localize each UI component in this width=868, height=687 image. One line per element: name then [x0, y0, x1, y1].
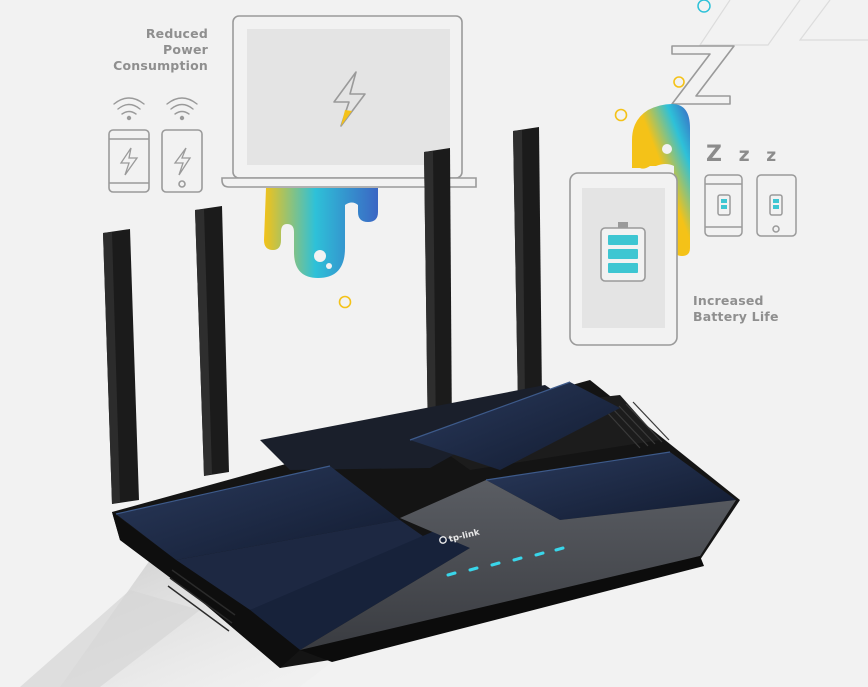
antenna [513, 127, 542, 404]
decor-circle [614, 108, 628, 122]
led-indicator [446, 571, 457, 577]
drip-bubble [314, 250, 326, 262]
decor-lines [698, 0, 868, 46]
router-shadow [20, 590, 200, 687]
led-indicator [534, 551, 545, 557]
caption-line: Battery Life [693, 309, 779, 324]
phone-left-1 [108, 129, 150, 193]
phone-right-1 [704, 174, 743, 237]
wifi-icon [166, 97, 198, 121]
status-leds [446, 546, 565, 577]
power-drip [264, 188, 378, 278]
led-indicator [512, 556, 523, 562]
caption-line: Increased [693, 293, 764, 308]
drip-bubble [326, 263, 332, 269]
sleep-zzz: Z z z [706, 142, 781, 167]
decor-circle [673, 76, 685, 88]
tablet-icon [569, 172, 678, 346]
led-indicator [554, 546, 565, 552]
power-caption: Reduced Power Consumption [108, 26, 208, 74]
caption-line: Consumption [113, 58, 208, 73]
caption-line: Reduced [145, 26, 208, 41]
sleep-letter: z [766, 146, 782, 166]
battery-caption: Increased Battery Life [693, 293, 813, 325]
battery-full-icon [600, 222, 646, 282]
led-indicator [490, 561, 501, 567]
phone-right-2 [756, 174, 797, 237]
phone-left-2 [161, 129, 203, 193]
antenna [103, 229, 139, 504]
laptop-icon [221, 15, 477, 188]
decor-circle [338, 295, 352, 309]
antenna [195, 206, 229, 476]
router-body [112, 380, 740, 668]
sleep-letter: z [738, 144, 755, 166]
led-indicator [468, 566, 479, 572]
caption-line: Power [163, 42, 208, 57]
wifi-icon [113, 97, 145, 121]
decor-circle-top [697, 0, 711, 13]
antenna [424, 148, 452, 444]
sleep-letter: Z [706, 142, 727, 167]
drip-bubble [662, 144, 672, 154]
big-z [671, 45, 735, 105]
